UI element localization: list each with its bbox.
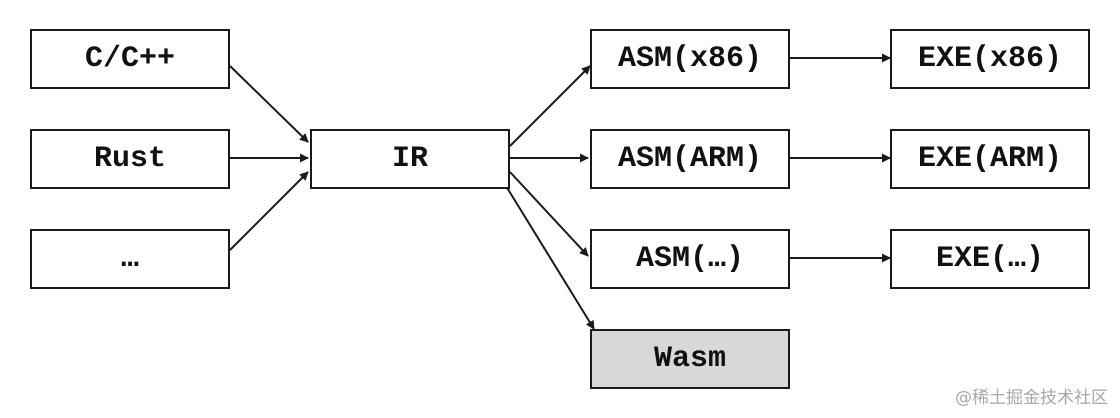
node-asm-x86: ASM(x86) — [590, 29, 790, 89]
node-exe-x86: EXE(x86) — [890, 29, 1090, 89]
edge-ir-to-asm-x86 — [509, 65, 591, 147]
node-exe-arm: EXE(ARM) — [890, 129, 1090, 189]
edge-ir-to-asm-more — [509, 171, 589, 257]
node-wasm: Wasm — [590, 329, 790, 389]
node-ir: IR — [310, 129, 510, 189]
node-asm-arm: ASM(ARM) — [590, 129, 790, 189]
node-exe-more: EXE(…) — [890, 229, 1090, 289]
edge-ir-to-wasm — [505, 185, 595, 330]
watermark: @稀土掘金技术社区 — [955, 388, 1108, 408]
node-language-more: … — [30, 229, 230, 289]
edge-c-cpp-to-ir — [229, 65, 309, 143]
node-rust: Rust — [30, 129, 230, 189]
node-asm-more: ASM(…) — [590, 229, 790, 289]
edge-lang-more-to-ir — [229, 171, 309, 251]
node-c-cpp: C/C++ — [30, 29, 230, 89]
